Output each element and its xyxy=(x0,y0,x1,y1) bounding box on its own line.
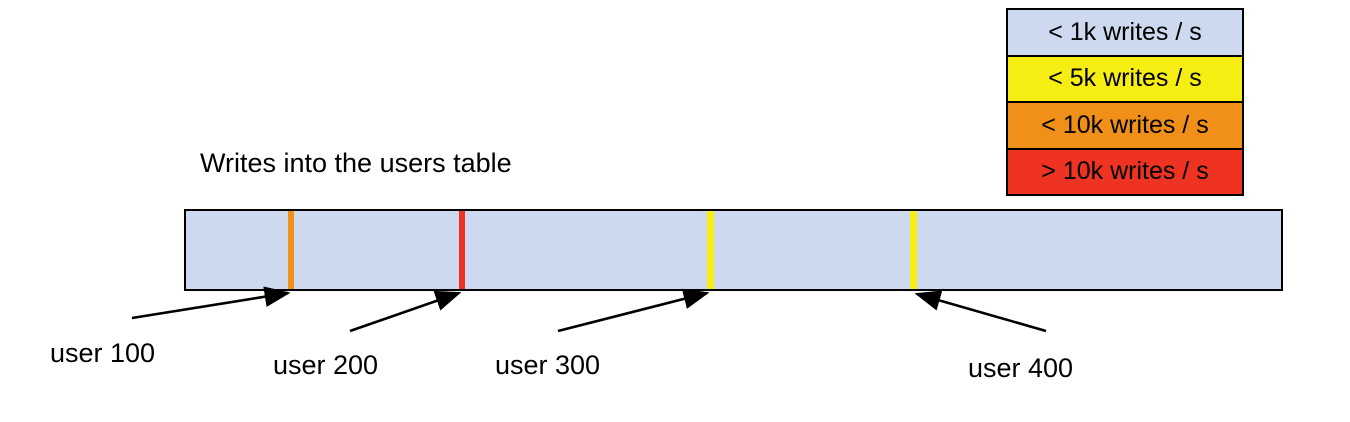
label-user-200: user 200 xyxy=(273,350,379,380)
arrow-user-200 xyxy=(349,290,462,333)
arrow-user-400 xyxy=(914,290,1047,333)
stripe-user-100 xyxy=(288,211,294,289)
arrow-user-100 xyxy=(131,286,291,320)
label-user-400: user 400 xyxy=(968,353,1074,383)
label-user-300: user 300 xyxy=(495,350,601,380)
legend-row-over-10k: > 10k writes / s xyxy=(1008,149,1242,194)
users-table-band xyxy=(184,209,1283,291)
stripe-user-300 xyxy=(707,211,714,289)
legend-label-under-1k: < 1k writes / s xyxy=(1048,17,1202,46)
stripe-user-400 xyxy=(910,211,917,289)
diagram-title: Writes into the users table xyxy=(200,148,512,178)
arrow-user-300 xyxy=(557,288,710,333)
write-rate-legend: < 1k writes / s < 5k writes / s < 10k wr… xyxy=(1006,8,1244,196)
legend-row-under-1k: < 1k writes / s xyxy=(1008,10,1242,57)
legend-label-over-10k: > 10k writes / s xyxy=(1041,157,1209,186)
legend-label-under-5k: < 5k writes / s xyxy=(1048,64,1202,93)
legend-row-under-10k: < 10k writes / s xyxy=(1008,103,1242,150)
stripe-user-200 xyxy=(459,211,465,289)
label-user-100: user 100 xyxy=(50,338,156,368)
legend-label-under-10k: < 10k writes / s xyxy=(1041,110,1209,139)
legend-row-under-5k: < 5k writes / s xyxy=(1008,56,1242,103)
